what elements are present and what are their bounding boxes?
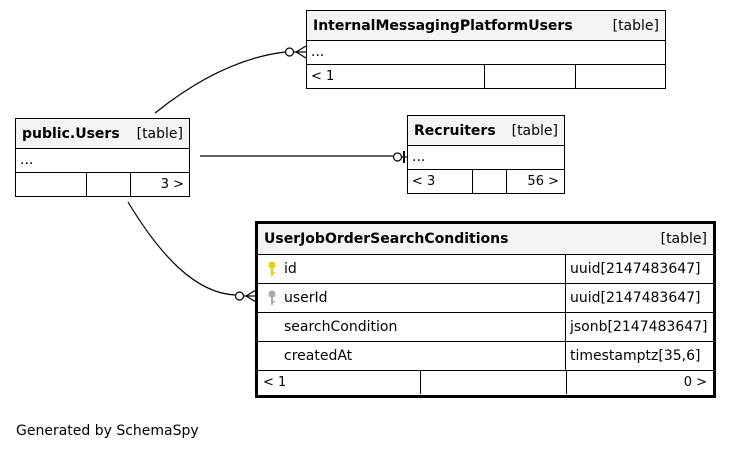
table-name: public.Users	[22, 125, 120, 142]
table-recruiters[interactable]: Recruiters [table] ... < 3 56 >	[407, 115, 565, 194]
table-header: Recruiters [table]	[408, 116, 564, 146]
table-tag: [table]	[612, 17, 659, 34]
foreign-key-icon	[268, 290, 276, 305]
column-name: userId	[284, 290, 328, 306]
zero-circle-recruiters	[392, 152, 403, 162]
footer-parents	[16, 173, 86, 196]
zero-circle-conditions	[234, 291, 245, 301]
column-name-cell: searchCondition	[258, 313, 566, 341]
table-user-job-order-search-conditions[interactable]: UserJobOrderSearchConditions [table] id …	[255, 221, 716, 398]
table-columns-ellipsis: ...	[16, 149, 189, 173]
table-header: public.Users [table]	[16, 119, 189, 149]
table-header: UserJobOrderSearchConditions [table]	[258, 224, 713, 255]
table-header: InternalMessagingPlatformUsers [table]	[307, 11, 665, 41]
zero-circle-internal	[284, 47, 295, 57]
table-footer: < 3 56 >	[408, 170, 564, 193]
table-tag: [table]	[136, 125, 183, 142]
primary-key-icon	[268, 261, 276, 276]
column-row-userid[interactable]: userId uuid[2147483647]	[258, 284, 713, 313]
footer-rows	[484, 65, 575, 88]
table-name: InternalMessagingPlatformUsers	[313, 17, 573, 34]
footer-parents: < 3	[412, 174, 436, 189]
table-tag: [table]	[660, 231, 707, 247]
column-row-createdat[interactable]: createdAt timestamptz[35,6]	[258, 342, 713, 371]
table-internal-messaging-platform-users[interactable]: InternalMessagingPlatformUsers [table] .…	[306, 10, 666, 89]
footer-children: 56 >	[506, 170, 564, 193]
column-type: jsonb[2147483647]	[570, 319, 708, 335]
footer-children	[575, 65, 665, 88]
table-footer: 3 >	[16, 173, 189, 196]
column-name-cell: id	[258, 255, 566, 283]
footer-children: 0 >	[566, 371, 713, 394]
footer-rows	[86, 173, 130, 196]
table-footer: < 1 0 >	[258, 371, 713, 394]
table-name: UserJobOrderSearchConditions	[264, 231, 509, 247]
table-name: Recruiters	[414, 122, 496, 139]
table-public-users[interactable]: public.Users [table] ... 3 >	[15, 118, 190, 197]
column-row-id[interactable]: id uuid[2147483647]	[258, 255, 713, 284]
column-name: id	[284, 261, 297, 277]
footer-parents: < 1	[311, 69, 335, 84]
column-type: uuid[2147483647]	[570, 290, 701, 306]
footer-parents: < 1	[263, 375, 287, 390]
footer-rows	[420, 371, 566, 394]
table-tag: [table]	[511, 122, 558, 139]
column-type: uuid[2147483647]	[570, 261, 701, 277]
column-name: createdAt	[284, 348, 353, 364]
column-type: timestamptz[35,6]	[570, 348, 701, 364]
relation-users-conditions	[127, 201, 236, 296]
table-footer: < 1	[307, 65, 665, 88]
column-name-cell: createdAt	[258, 342, 566, 370]
column-row-searchcondition[interactable]: searchCondition jsonb[2147483647]	[258, 313, 713, 342]
generated-by-label: Generated by SchemaSpy	[16, 423, 199, 439]
column-name: searchCondition	[284, 319, 398, 335]
table-columns-ellipsis: ...	[408, 146, 564, 170]
column-name-cell: userId	[258, 284, 566, 312]
table-columns-ellipsis: ...	[307, 41, 665, 65]
footer-children: 3 >	[130, 173, 189, 196]
footer-rows	[472, 170, 506, 193]
relation-users-internal	[154, 51, 286, 114]
